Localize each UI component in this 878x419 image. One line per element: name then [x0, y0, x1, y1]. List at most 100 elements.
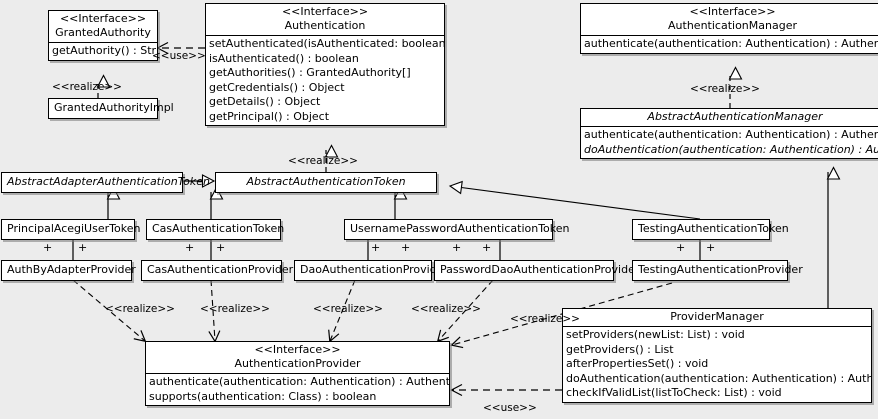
class-authentication[interactable]: <<Interface>> Authentication setAuthenti… — [205, 3, 445, 126]
class-name: AbstractAdapterAuthenticationToken — [7, 175, 210, 188]
operation: getDetails() : Object — [209, 95, 321, 108]
edge-label-use-providermanager-authenticationprovider: <<use>> — [483, 402, 537, 414]
class-header: CasAuthenticationToken — [147, 220, 285, 239]
operations-compartment: authenticate(authentication: Authenticat… — [581, 35, 878, 53]
class-name: AbstractAuthenticationToken — [246, 175, 406, 188]
class-header: ProviderManager — [563, 309, 871, 326]
operation: getAuthority() : String — [52, 44, 157, 57]
class-abstract-adapter-authentication-token[interactable]: AbstractAdapterAuthenticationToken — [1, 172, 210, 193]
class-header: <<Interface>> AuthenticationProvider — [146, 342, 449, 373]
operation: getCredentials() : Object — [209, 80, 345, 94]
operation: isAuthenticated() : boolean — [209, 51, 359, 65]
edge-label-realize-authbyadapterprovider: <<realize>> — [105, 303, 175, 315]
multiplicity-marker: + — [43, 241, 53, 254]
operations-compartment: authenticate(authentication: Authenticat… — [146, 373, 449, 405]
class-granted-authority-impl[interactable]: GrantedAuthorityImpl — [48, 98, 174, 119]
operation: getAuthorities() : GrantedAuthority[] — [209, 66, 411, 79]
class-password-dao-authentication-provider[interactable]: PasswordDaoAuthenticationProvider — [434, 260, 640, 281]
class-abstract-authentication-manager[interactable]: AbstractAuthenticationManager authentica… — [580, 108, 878, 159]
class-name: PasswordDaoAuthenticationProvider — [440, 263, 640, 276]
operation: getPrincipal() : Object — [209, 109, 330, 123]
class-name: CasAuthenticationToken — [152, 222, 285, 235]
class-name: PrincipalAcegiUserToken — [7, 222, 141, 235]
multiplicity-marker: + — [676, 241, 686, 254]
class-header: GrantedAuthorityImpl — [49, 99, 174, 118]
multiplicity-marker: + — [78, 241, 88, 254]
class-cas-authentication-token[interactable]: CasAuthenticationToken — [146, 219, 285, 240]
operation: checkIfValidList(listToCheck: List) : vo… — [566, 386, 782, 399]
class-name: TestingAuthenticationProvider — [638, 263, 803, 276]
multiplicity-marker: + — [371, 241, 381, 254]
class-name: CasAuthenticationProvider — [147, 263, 294, 276]
class-header: TestingAuthenticationToken — [633, 220, 789, 239]
class-authentication-manager[interactable]: <<Interface>> AuthenticationManager auth… — [580, 3, 878, 54]
class-principal-acegi-user-token[interactable]: PrincipalAcegiUserToken — [1, 219, 141, 240]
class-name: AuthenticationProvider — [234, 357, 361, 370]
class-name: AbstractAuthenticationManager — [647, 110, 823, 123]
edge-generalization-testingauthenticationtoken — [448, 180, 701, 220]
edge-label-use-authentication-grantedauthority: <<use>> — [152, 50, 206, 62]
operation: authenticate(authentication: Authenticat… — [584, 37, 878, 50]
class-provider-manager[interactable]: ProviderManager setProviders(newList: Li… — [562, 308, 872, 403]
class-dao-authentication-provider[interactable]: DaoAuthenticationProvider — [294, 260, 448, 281]
operations-compartment: authenticate(authentication: Authenticat… — [581, 126, 878, 158]
multiplicity-marker: + — [185, 241, 195, 254]
operation: authenticate(authentication: Authenticat… — [149, 375, 449, 388]
operation: afterPropertiesSet() : void — [566, 357, 709, 370]
class-name: GrantedAuthorityImpl — [54, 101, 174, 114]
class-auth-by-adapter-provider[interactable]: AuthByAdapterProvider — [1, 260, 136, 281]
class-name: AuthByAdapterProvider — [7, 263, 136, 276]
class-authentication-provider[interactable]: <<Interface>> AuthenticationProvider aut… — [145, 341, 450, 406]
class-testing-authentication-provider[interactable]: TestingAuthenticationProvider — [632, 260, 803, 281]
class-name: GrantedAuthority — [55, 26, 151, 39]
stereotype-label: <<Interface>> — [254, 343, 341, 356]
edge-label-realize-abstractauthenticationtoken: <<realize>> — [288, 155, 358, 167]
class-name: UsernamePasswordAuthenticationToken — [350, 222, 570, 235]
class-header: DaoAuthenticationProvider — [295, 261, 448, 280]
operations-compartment: getAuthority() : String — [49, 42, 157, 60]
operation: doAuthentication(authentication: Authent… — [566, 371, 871, 385]
edge-label-realize-daoauthenticationprovider: <<realize>> — [313, 303, 383, 315]
class-name: DaoAuthenticationProvider — [300, 263, 448, 276]
class-header: AbstractAuthenticationManager — [581, 109, 878, 126]
edge-label-realize-casauthenticationprovider: <<realize>> — [200, 303, 270, 315]
class-username-password-authentication-token[interactable]: UsernamePasswordAuthenticationToken — [344, 219, 570, 240]
class-name: TestingAuthenticationToken — [638, 222, 789, 235]
operation: setAuthenticated(isAuthenticated: boolea… — [209, 37, 444, 50]
stereotype-label: <<Interface>> — [689, 5, 776, 18]
operation: doAuthentication(authentication: Authent… — [584, 142, 878, 156]
class-name: ProviderManager — [670, 310, 764, 323]
multiplicity-marker: + — [452, 241, 462, 254]
operation: getProviders() : List — [566, 342, 674, 356]
class-header: AbstractAuthenticationToken — [216, 173, 436, 192]
edge-label-realize-grantedauthorityimpl: <<realize>> — [52, 81, 122, 93]
class-cas-authentication-provider[interactable]: CasAuthenticationProvider — [141, 260, 294, 281]
class-header: TestingAuthenticationProvider — [633, 261, 803, 280]
operation: authenticate(authentication: Authenticat… — [584, 128, 878, 141]
stereotype-label: <<Interface>> — [59, 12, 147, 25]
edge-label-realize-passworddaoauthenticationprovider: <<realize>> — [411, 303, 481, 315]
multiplicity-marker: + — [216, 241, 226, 254]
class-name: AuthenticationManager — [668, 19, 797, 32]
class-testing-authentication-token[interactable]: TestingAuthenticationToken — [632, 219, 789, 240]
class-header: PasswordDaoAuthenticationProvider — [435, 261, 640, 280]
edge-label-realize-testingauthenticationprovider: <<realize>> — [510, 313, 580, 325]
class-header: <<Interface>> Authentication — [206, 4, 444, 35]
class-abstract-authentication-token[interactable]: AbstractAuthenticationToken — [215, 172, 437, 193]
operation: supports(authentication: Class) : boolea… — [149, 389, 377, 403]
class-header: AuthByAdapterProvider — [2, 261, 136, 280]
class-granted-authority[interactable]: <<Interface>> GrantedAuthority getAuthor… — [48, 10, 158, 61]
edge-label-realize-abstractauthenticationmanager: <<realize>> — [690, 83, 760, 95]
class-header: UsernamePasswordAuthenticationToken — [345, 220, 570, 239]
operations-compartment: setAuthenticated(isAuthenticated: boolea… — [206, 35, 444, 125]
class-header: <<Interface>> AuthenticationManager — [581, 4, 878, 35]
multiplicity-marker: + — [706, 241, 716, 254]
stereotype-label: <<Interface>> — [281, 5, 369, 18]
operation: setProviders(newList: List) : void — [566, 328, 745, 341]
class-header: CasAuthenticationProvider — [142, 261, 294, 280]
multiplicity-marker: + — [482, 241, 492, 254]
multiplicity-marker: + — [401, 241, 411, 254]
class-header: AbstractAdapterAuthenticationToken — [2, 173, 210, 192]
class-header: PrincipalAcegiUserToken — [2, 220, 141, 239]
